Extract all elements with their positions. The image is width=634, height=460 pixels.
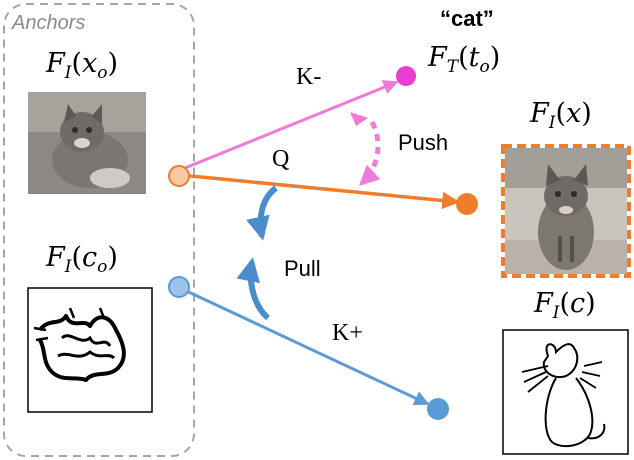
image-node-orange [456, 193, 478, 215]
cat-photo-target [501, 144, 631, 278]
cat-photo-anchor [28, 92, 146, 194]
k-minus-label: K- [296, 64, 322, 90]
sketch-node-blue [427, 398, 449, 420]
q-arrow [179, 173, 460, 210]
k-minus-arrow [179, 80, 399, 172]
push-arrow-head-top [350, 112, 368, 126]
sketch-target [502, 329, 629, 455]
anchors-title: Anchors [12, 12, 86, 34]
k-plus-arrow [179, 286, 430, 406]
pull-arrow-upper [246, 185, 278, 241]
pull-label: Pull [284, 256, 321, 281]
pull-arrow-lower [236, 257, 271, 321]
k-plus-label: K+ [332, 320, 363, 346]
label-fi-xo: FI(xo) [46, 48, 119, 83]
label-fi-c: FI(c) [534, 288, 596, 323]
label-ft-to: FT(to) [428, 42, 501, 77]
anchor-node-blue [168, 276, 190, 298]
q-label: Q [272, 146, 290, 172]
push-label: Push [398, 130, 449, 155]
label-fi-x: FI(x) [530, 98, 592, 133]
text-node-pink [396, 66, 416, 86]
cat-text-label: “cat” [440, 6, 494, 31]
anchors-box [3, 3, 195, 457]
sketch-anchor [27, 287, 153, 413]
push-arrow [359, 120, 381, 186]
anchor-node-orange [168, 165, 190, 187]
label-fi-co: FI(co) [46, 242, 118, 277]
